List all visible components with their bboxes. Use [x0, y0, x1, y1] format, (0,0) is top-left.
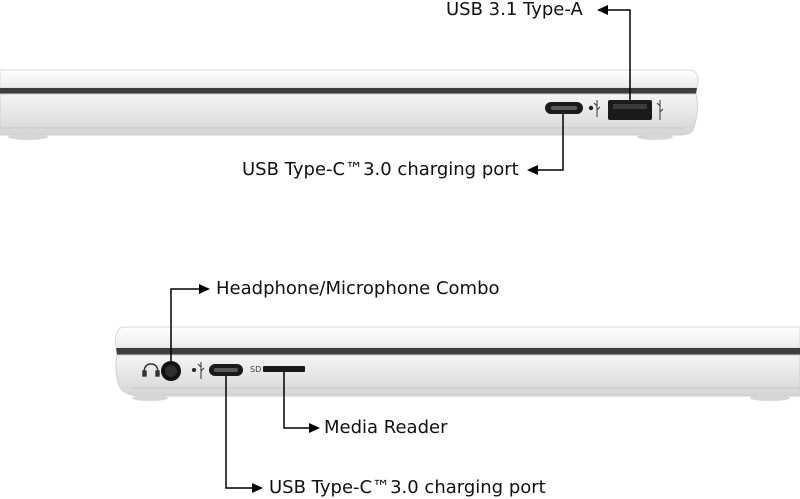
- charge-led-icon: [588, 105, 594, 111]
- usb-symbol-icon-2: [197, 362, 205, 379]
- sd-label: SD: [250, 365, 261, 374]
- usb-c-bottom-callout-line: [225, 376, 255, 489]
- charge-led-icon-2: [192, 368, 196, 372]
- callout-lines: [170, 9, 631, 489]
- usb-c-bottom-arrowhead: [252, 483, 263, 493]
- usb-a-arrowhead: [597, 5, 608, 15]
- callout-arrows: [199, 5, 608, 493]
- usb-c-top-callout-line: [535, 114, 564, 171]
- usb-a-port: [608, 100, 652, 120]
- usb-c-port-2: [209, 364, 243, 376]
- laptop-left-side: SD: [114, 326, 800, 401]
- usb-superspeed-icon: [656, 100, 664, 120]
- media-reader-slot: [263, 366, 305, 372]
- usb-c-top-label: USB Type-C™3.0 charging port: [242, 159, 519, 180]
- headphone-callout-line: [170, 288, 201, 361]
- usb-symbol-icon: [593, 100, 601, 117]
- headphone-arrowhead: [199, 284, 210, 294]
- usb-c-top-arrowhead: [527, 165, 538, 175]
- usb-c-port: [545, 102, 583, 114]
- usb-c-bottom-label: USB Type-C™3.0 charging port: [269, 477, 546, 498]
- headphone-icon: [142, 363, 160, 377]
- usb-a-callout-line: [606, 9, 631, 100]
- usb-a-label: USB 3.1 Type-A: [446, 0, 583, 20]
- headphone-label: Headphone/Microphone Combo: [216, 278, 500, 299]
- media-reader-arrowhead: [309, 423, 320, 433]
- audio-jack: [161, 361, 181, 381]
- media-reader-callout-line: [283, 372, 311, 429]
- laptop-right-side: [0, 69, 699, 140]
- media-reader-label: Media Reader: [324, 417, 448, 438]
